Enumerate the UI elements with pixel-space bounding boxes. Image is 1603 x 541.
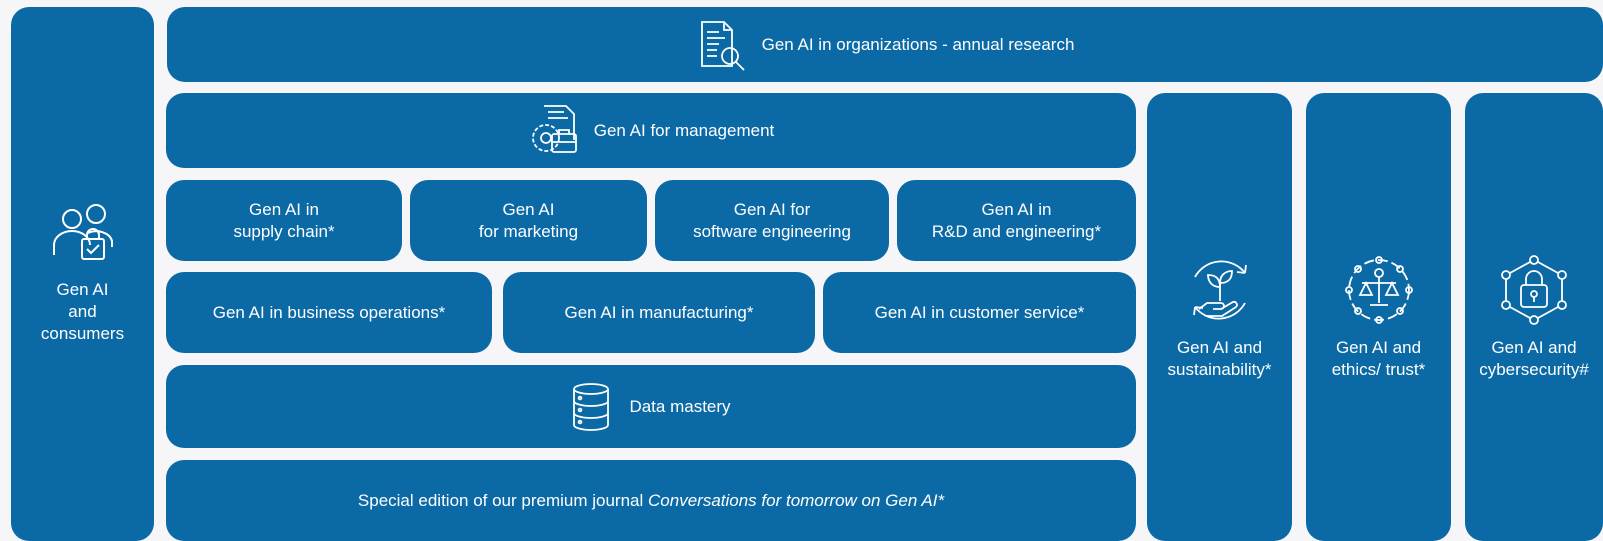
business-operations-tile: Gen AI in business operations* [166, 272, 492, 353]
journal-prefix: Special edition of our premium journal [357, 490, 649, 510]
scales-icon [1342, 253, 1416, 327]
management-label: Gen AI for management [593, 120, 775, 140]
cybersecurity-label: Gen AI and cybersecurity# [1479, 338, 1589, 379]
consumers-label: Gen AI and consumers [40, 280, 125, 343]
sustainability-tile: Gen AI and sustainability* [1147, 93, 1292, 541]
people-shopping-bag-icon [50, 203, 116, 265]
supply-chain-label: Gen AI in supply chain* [233, 199, 335, 241]
software-engineering-label: Gen AI for software engineering [693, 199, 851, 241]
padlock-network-icon [1497, 253, 1571, 327]
sustainability-label: Gen AI and sustainability* [1167, 338, 1272, 379]
gear-briefcase-icon [528, 104, 580, 158]
rnd-engineering-label: Gen AI in R&D and engineering* [931, 199, 1102, 241]
database-icon [571, 382, 611, 432]
ethics-trust-label: Gen AI and ethics/ trust* [1331, 338, 1426, 379]
annual-research-tile: Gen AI in organizations - annual researc… [167, 7, 1603, 82]
data-mastery-label: Data mastery [629, 396, 731, 416]
data-mastery-tile: Data mastery [166, 365, 1136, 448]
manufacturing-label: Gen AI in manufacturing* [564, 302, 754, 322]
marketing-label: Gen AI for marketing [478, 199, 579, 241]
manufacturing-tile: Gen AI in manufacturing* [503, 272, 815, 353]
consumers-tile: Gen AI and consumers [11, 7, 154, 541]
journal-title: Conversations for tomorrow on Gen AI* [648, 490, 945, 510]
document-search-icon [696, 18, 750, 72]
rnd-engineering-tile: Gen AI in R&D and engineering* [897, 180, 1136, 261]
ethics-trust-tile: Gen AI and ethics/ trust* [1306, 93, 1451, 541]
marketing-tile: Gen AI for marketing [410, 180, 647, 261]
plant-hand-icon [1183, 253, 1257, 327]
customer-service-label: Gen AI in customer service* [874, 302, 1085, 322]
supply-chain-tile: Gen AI in supply chain* [166, 180, 402, 261]
journal-tile: Special edition of our premium journal C… [166, 460, 1136, 541]
cybersecurity-tile: Gen AI and cybersecurity# [1465, 93, 1603, 541]
software-engineering-tile: Gen AI for software engineering [655, 180, 889, 261]
management-tile: Gen AI for management [166, 93, 1136, 168]
business-operations-label: Gen AI in business operations* [212, 302, 446, 322]
annual-research-label: Gen AI in organizations - annual researc… [761, 34, 1075, 54]
journal-text: Special edition of our premium journal C… [358, 490, 944, 512]
customer-service-tile: Gen AI in customer service* [823, 272, 1136, 353]
